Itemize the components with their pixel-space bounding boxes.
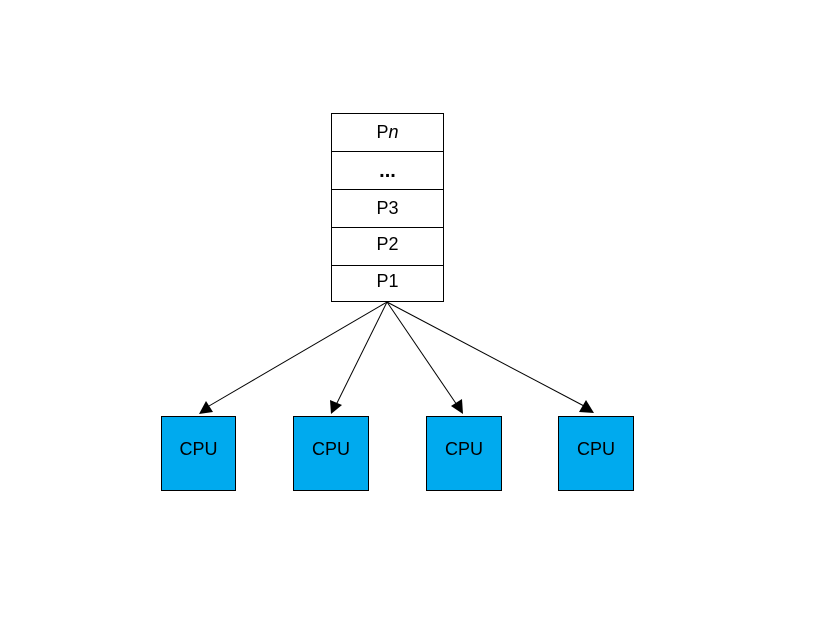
- cpu-box-1: CPU: [161, 416, 236, 491]
- cpu-box-4: CPU: [558, 416, 634, 491]
- dispatch-arrows: [199, 301, 594, 414]
- queue-cell-label: P: [376, 122, 388, 142]
- queue-cell-p1: P1: [331, 265, 444, 302]
- cpu-label: CPU: [312, 439, 350, 459]
- cpu-label: CPU: [445, 439, 483, 459]
- cpu-box-3: CPU: [426, 416, 502, 491]
- queue-cell-pn: Pn: [331, 113, 444, 152]
- queue-cell-label-suffix: n: [389, 122, 399, 142]
- queue-cell-p3: P3: [331, 189, 444, 228]
- svg-text:Pn: Pn: [376, 122, 398, 142]
- cpu-row: CPU CPU CPU CPU: [161, 416, 634, 491]
- queue-cell-label: P3: [376, 198, 398, 218]
- queue-cell-ellipsis: ...: [331, 151, 444, 190]
- arrow-to-cpu-4: [386, 301, 594, 413]
- queue-cell-label: ...: [379, 160, 396, 182]
- process-queue: Pn ... P3 P2 P1: [331, 113, 444, 302]
- queue-cell-label: P1: [376, 271, 398, 291]
- cpu-label: CPU: [577, 439, 615, 459]
- cpu-label: CPU: [179, 439, 217, 459]
- queue-cell-label: P2: [376, 234, 398, 254]
- queue-cell-p2: P2: [331, 227, 444, 266]
- arrow-to-cpu-3: [386, 301, 463, 414]
- cpu-box-2: CPU: [293, 416, 369, 491]
- arrow-to-cpu-2: [330, 301, 388, 414]
- arrow-to-cpu-1: [199, 301, 388, 414]
